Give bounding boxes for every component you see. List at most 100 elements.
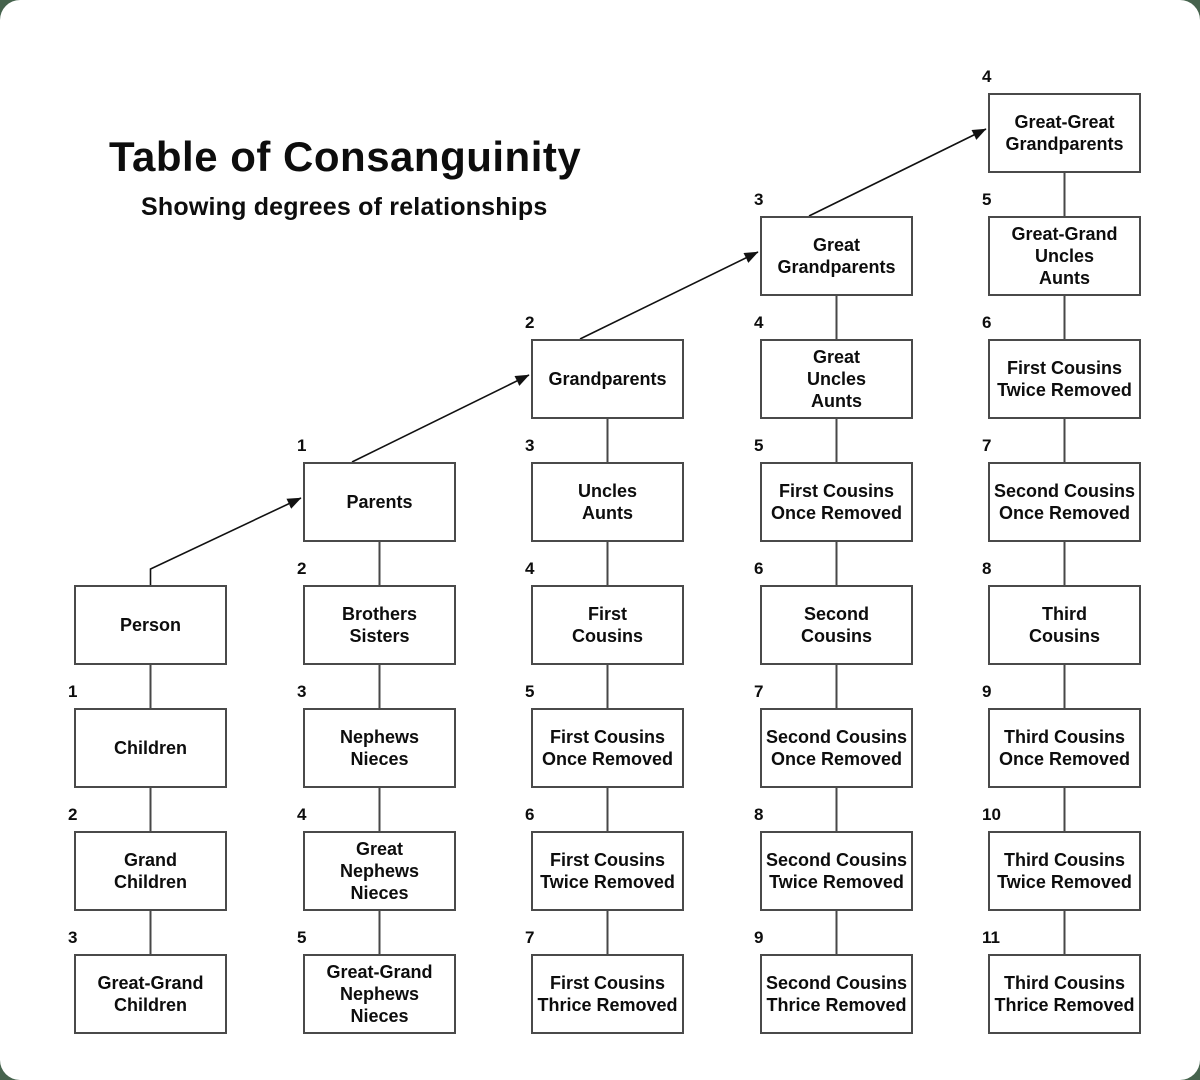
box-label-line: Second Cousins: [765, 727, 908, 747]
degree-number: 5: [297, 928, 307, 947]
box-label-line: Once Removed: [998, 749, 1131, 769]
degree-number: 7: [525, 928, 535, 947]
ancestor-arrow: [808, 128, 987, 217]
box-label-line: Person: [119, 615, 182, 635]
box-label-line: Great: [812, 347, 861, 367]
degree-number: 3: [525, 436, 535, 455]
degree-number: 6: [525, 805, 535, 824]
degree-number: 6: [754, 559, 764, 578]
degree-number: 5: [525, 682, 535, 701]
degree-number: 10: [982, 805, 1001, 824]
box-label-line: Thrice Removed: [537, 995, 678, 1015]
degree-number: 4: [525, 559, 535, 578]
box-label-line: Twice Removed: [997, 872, 1132, 892]
degree-number: 3: [754, 190, 764, 209]
degree-number: 7: [754, 682, 764, 701]
degree-number: 2: [68, 805, 78, 824]
box-label-line: Once Removed: [770, 749, 903, 769]
degree-number: 3: [297, 682, 307, 701]
box-label-line: Cousins: [571, 626, 643, 646]
degree-number: 6: [982, 313, 992, 332]
box-label-line: First Cousins: [1006, 358, 1122, 378]
degree-number: 1: [68, 682, 78, 701]
box-label-line: Once Removed: [770, 503, 903, 523]
box-label-line: First Cousins: [549, 973, 665, 993]
box-label-line: Great-Grand: [326, 962, 433, 982]
box-label-line: Once Removed: [541, 749, 674, 769]
box-label-line: Great-Grand: [1011, 224, 1118, 244]
degree-number: 9: [754, 928, 764, 947]
box-label-line: Thrice Removed: [766, 995, 907, 1015]
box-label-line: Aunts: [582, 503, 633, 523]
box-label-line: Grandparents: [777, 257, 896, 277]
degree-number: 5: [982, 190, 992, 209]
ancestor-arrow: [149, 497, 302, 585]
degree-number: 4: [982, 67, 992, 86]
box-label-line: Uncles: [577, 481, 638, 501]
box-label-line: First: [587, 604, 627, 624]
ancestor-arrow: [351, 374, 530, 463]
box-label-line: Thrice Removed: [994, 995, 1135, 1015]
box-label-line: Great-Grand: [97, 973, 204, 993]
degree-number: 2: [525, 313, 535, 332]
degree-number: 1: [297, 436, 307, 455]
box-label-line: Twice Removed: [769, 872, 904, 892]
box-label-line: Third Cousins: [1004, 973, 1125, 993]
box-label-line: Great-Great: [1014, 112, 1115, 132]
box-label-line: Grandparents: [1005, 134, 1124, 154]
box-label-line: Nephews: [339, 861, 420, 881]
box-label-line: Second Cousins: [765, 850, 908, 870]
box-label-line: Third: [1042, 604, 1087, 624]
degree-number: 11: [982, 928, 1000, 947]
box-label-line: Uncles: [1034, 246, 1095, 266]
ancestor-arrow: [579, 251, 759, 340]
box-label-line: Children: [113, 995, 187, 1015]
degree-number: 5: [754, 436, 764, 455]
box-label-line: Nephews: [339, 984, 420, 1004]
box-person: Person: [74, 585, 227, 665]
page-subtitle: Showing degrees of relationships: [141, 193, 548, 221]
box-label-line: Aunts: [811, 391, 862, 411]
box-grandparents: Grandparents: [531, 339, 684, 419]
box-label-line: Great: [812, 235, 861, 255]
box-label-line: First Cousins: [549, 850, 665, 870]
box-label-line: Sisters: [349, 626, 410, 646]
box-label-line: First Cousins: [778, 481, 894, 501]
box-label-line: Great: [355, 839, 404, 859]
degree-number: 8: [754, 805, 764, 824]
box-label-line: Cousins: [800, 626, 872, 646]
box-label-line: Grandparents: [548, 369, 667, 389]
box-label-line: Second: [803, 604, 869, 624]
box-label-line: Nieces: [350, 1006, 409, 1026]
box-children: Children: [74, 708, 227, 788]
degree-number: 3: [68, 928, 78, 947]
box-label-line: Cousins: [1028, 626, 1100, 646]
degree-number: 4: [754, 313, 764, 332]
box-label-line: Second Cousins: [765, 973, 908, 993]
box-parents: Parents: [303, 462, 456, 542]
box-label-line: Once Removed: [998, 503, 1131, 523]
degree-number: 4: [297, 805, 307, 824]
